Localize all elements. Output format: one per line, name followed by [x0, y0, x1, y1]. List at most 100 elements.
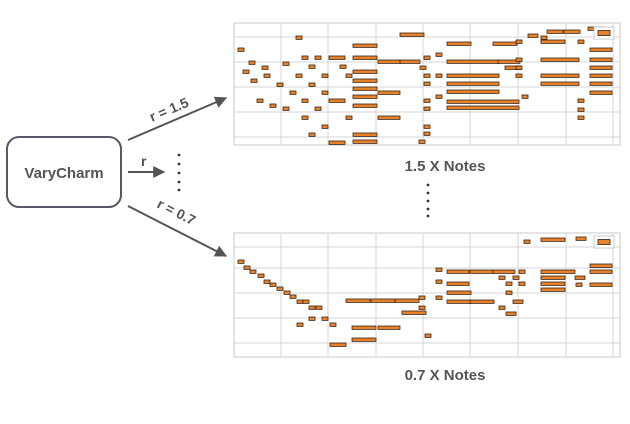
note-bar [401, 310, 427, 315]
note-bar [423, 124, 431, 129]
note-bar [589, 282, 613, 287]
note-bar [575, 282, 583, 287]
note-bar [505, 290, 513, 295]
note-bar [321, 316, 329, 321]
note-bar [446, 41, 472, 46]
note-bar [577, 107, 585, 112]
pianoroll-bottom [233, 232, 621, 358]
note-bar [339, 64, 347, 69]
ellipsis-center [426, 183, 430, 218]
arrow-middle-label: r [141, 153, 147, 169]
note-bar [418, 295, 426, 300]
note-bar [301, 115, 309, 120]
note-bar [242, 69, 250, 74]
note-bar [352, 139, 378, 144]
note-bar [589, 57, 613, 62]
note-bar [328, 55, 346, 60]
note-bar [399, 59, 421, 64]
arrow-top-line [127, 96, 228, 141]
note-bar [237, 47, 245, 52]
note-bar [377, 115, 401, 120]
note-bar [296, 299, 304, 304]
note-bar [351, 325, 377, 330]
note-bar [276, 286, 284, 291]
note-bar [446, 281, 470, 286]
note-bar [435, 295, 443, 300]
note-bar [423, 73, 431, 78]
note-bar [540, 57, 580, 62]
note-bar [295, 35, 303, 40]
note-bar [250, 78, 258, 83]
note-bar [423, 131, 431, 136]
legend-swatch [597, 239, 611, 245]
note-bar [248, 60, 256, 65]
arrow-top: r = 1.5 [127, 94, 228, 141]
note-bar [446, 99, 520, 104]
note-bar [505, 311, 517, 316]
varycharm-node: VaryCharm [6, 136, 122, 208]
note-bar [352, 55, 378, 60]
note-bar [423, 98, 431, 103]
note-bar [424, 333, 432, 338]
note-bar [345, 298, 371, 303]
note-bar [446, 81, 500, 86]
note-bar [301, 98, 309, 103]
note-bar [351, 337, 377, 342]
note-bar [589, 90, 613, 95]
note-bar [289, 90, 297, 95]
note-bar [377, 59, 401, 64]
note-bar [329, 322, 337, 327]
note-bar [540, 39, 566, 44]
note-bar [523, 239, 531, 244]
note-bar [314, 106, 322, 111]
note-bar [492, 269, 516, 274]
note-bar [589, 47, 613, 52]
note-bar [249, 269, 257, 274]
note-bar [446, 269, 470, 274]
note-bar [589, 73, 613, 78]
note-bar [302, 299, 310, 304]
note-bar [498, 275, 506, 280]
note-bar [345, 115, 353, 120]
varycharm-label: VaryCharm [24, 165, 103, 182]
note-bar [540, 287, 566, 292]
note-bar [515, 39, 523, 44]
note-bar [377, 90, 401, 95]
note-bar [257, 273, 265, 278]
note-bar [492, 41, 518, 46]
note-bar [308, 305, 316, 310]
note-bar [540, 275, 566, 280]
note-bar [540, 269, 576, 274]
note-bar [577, 39, 585, 44]
note-bar [574, 275, 586, 280]
pianoroll-top [233, 22, 621, 146]
note-bar [423, 81, 431, 86]
legend-swatch [597, 30, 611, 36]
note-bar [518, 269, 526, 274]
note-bar [419, 65, 427, 70]
note-bar [308, 316, 316, 321]
note-bar [308, 132, 316, 137]
note-bar [321, 124, 329, 129]
note-bar [446, 89, 500, 94]
note-bar [515, 73, 523, 78]
note-bar [423, 106, 431, 111]
note-bar [352, 86, 378, 91]
note-bar [527, 33, 539, 38]
caption-top: 1.5 X Notes [405, 158, 486, 175]
note-bar [328, 98, 346, 103]
note-bar [289, 294, 297, 299]
note-bar [237, 259, 245, 264]
note-bar [469, 299, 495, 304]
ellipsis-left [177, 153, 181, 192]
note-bar [575, 236, 587, 241]
note-bar [269, 282, 277, 287]
arrow-middle: r [128, 153, 166, 178]
note-bar [345, 73, 353, 78]
note-bar [589, 81, 613, 86]
note-bar [418, 139, 426, 144]
note-bar [315, 305, 323, 310]
note-bar [446, 105, 520, 110]
note-bar [295, 73, 303, 78]
note-bar [321, 73, 329, 78]
